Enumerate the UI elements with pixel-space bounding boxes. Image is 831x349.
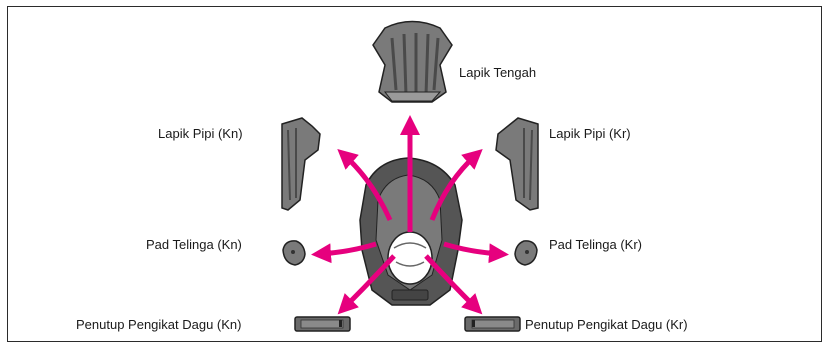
arrow-chin-right bbox=[424, 254, 483, 315]
arrow-ear-left bbox=[311, 241, 377, 264]
ear-pad-left-part bbox=[282, 240, 306, 266]
arrow-ear-right bbox=[443, 241, 509, 264]
ear-pad-right-part bbox=[514, 240, 538, 266]
label-cheek-pad-right: Lapik Pipi (Kr) bbox=[549, 126, 631, 141]
label-cheek-pad-left: Lapik Pipi (Kn) bbox=[158, 126, 243, 141]
chin-strap-cover-right-part bbox=[464, 316, 521, 332]
label-center-pad: Lapik Tengah bbox=[459, 65, 537, 80]
label-ear-pad-left: Pad Telinga (Kn) bbox=[146, 237, 242, 252]
arrow-cheek-right bbox=[429, 149, 483, 221]
label-chin-strap-cover-left: Penutup Pengikat Dagu (Kn) bbox=[76, 317, 242, 332]
chin-strap-cover-left-part bbox=[294, 316, 351, 332]
arrow-cheek-left bbox=[337, 149, 393, 222]
label-ear-pad-right: Pad Telinga (Kr) bbox=[549, 237, 642, 252]
label-chin-strap-cover-right: Penutup Pengikat Dagu (Kr) bbox=[525, 317, 688, 332]
arrows bbox=[311, 115, 509, 315]
center-pad-part bbox=[372, 20, 453, 103]
cheek-pad-right-part bbox=[495, 117, 539, 211]
arrow-chin-left bbox=[337, 254, 396, 315]
cheek-pad-left-part bbox=[281, 117, 321, 211]
